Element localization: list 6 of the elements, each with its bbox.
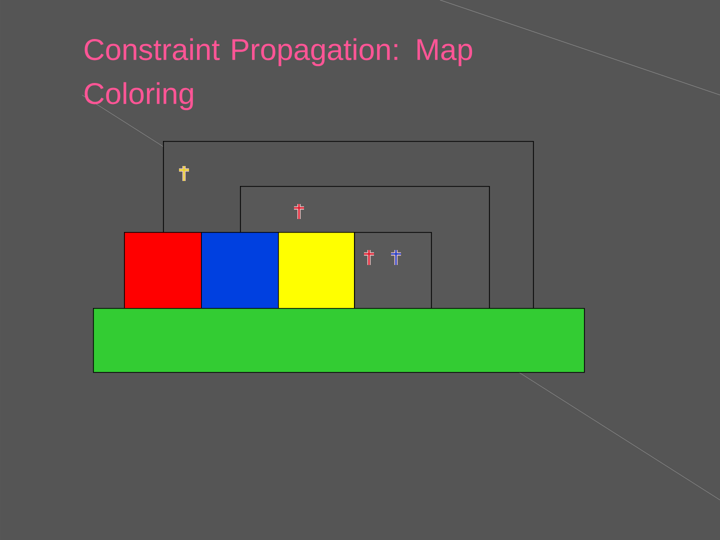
map-region xyxy=(354,232,432,309)
map-region xyxy=(93,308,585,373)
map-region xyxy=(201,232,279,309)
map-region xyxy=(278,232,355,309)
map-region xyxy=(124,232,202,309)
title: Constraint Propagation: Map Coloring xyxy=(84,38,472,110)
